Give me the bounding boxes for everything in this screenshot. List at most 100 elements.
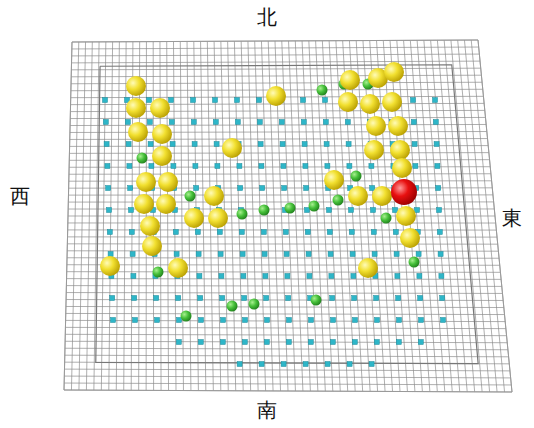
cyan-marker bbox=[193, 164, 198, 169]
green-sphere bbox=[351, 171, 362, 182]
cyan-marker bbox=[413, 164, 418, 169]
yellow-sphere bbox=[128, 122, 148, 142]
cyan-marker bbox=[260, 186, 265, 191]
direction-label: 西 bbox=[8, 185, 32, 207]
grid-line bbox=[66, 306, 504, 307]
cyan-marker bbox=[169, 98, 174, 103]
cyan-marker bbox=[214, 142, 219, 147]
cyan-marker bbox=[305, 208, 310, 213]
cyan-marker bbox=[305, 230, 310, 235]
cyan-marker bbox=[133, 318, 138, 323]
cyan-marker bbox=[287, 318, 292, 323]
direction-label: 東 bbox=[500, 207, 524, 229]
yellow-sphere bbox=[152, 124, 172, 144]
cyan-marker bbox=[220, 296, 225, 301]
cyan-marker bbox=[347, 362, 352, 367]
grid-border bbox=[64, 40, 512, 392]
cyan-marker bbox=[170, 142, 175, 147]
cyan-marker bbox=[419, 318, 424, 323]
green-sphere bbox=[137, 153, 148, 164]
cyan-marker bbox=[281, 164, 286, 169]
cyan-marker bbox=[286, 296, 291, 301]
green-sphere bbox=[153, 267, 164, 278]
yellow-sphere bbox=[140, 216, 160, 236]
yellow-sphere bbox=[388, 116, 408, 136]
cyan-marker bbox=[345, 120, 350, 125]
cyan-marker bbox=[324, 142, 329, 147]
cyan-marker bbox=[155, 318, 160, 323]
grid-line bbox=[69, 180, 492, 181]
cyan-marker bbox=[309, 318, 314, 323]
yellow-sphere bbox=[348, 186, 368, 206]
cyan-marker bbox=[330, 340, 335, 345]
cyan-marker bbox=[106, 186, 111, 191]
cyan-marker bbox=[325, 362, 330, 367]
cyan-marker bbox=[330, 296, 335, 301]
cyan-marker bbox=[128, 186, 133, 191]
yellow-sphere bbox=[126, 76, 146, 96]
grid-line bbox=[65, 348, 508, 350]
yellow-sphere bbox=[390, 140, 410, 160]
grid-line bbox=[66, 313, 505, 314]
cyan-marker bbox=[417, 274, 422, 279]
grid-line bbox=[69, 166, 490, 168]
cyan-marker bbox=[415, 208, 420, 213]
cyan-marker bbox=[350, 252, 355, 257]
cyan-marker bbox=[130, 252, 135, 257]
yellow-sphere bbox=[156, 194, 176, 214]
cyan-marker bbox=[110, 296, 115, 301]
cyan-marker bbox=[108, 252, 113, 257]
cyan-marker bbox=[323, 98, 328, 103]
cyan-marker bbox=[127, 164, 132, 169]
yellow-sphere bbox=[338, 92, 358, 112]
cyan-marker bbox=[397, 318, 402, 323]
cyan-marker bbox=[103, 120, 108, 125]
cyan-marker bbox=[259, 164, 264, 169]
cyan-marker bbox=[198, 296, 203, 301]
green-sphere bbox=[381, 213, 392, 224]
cyan-marker bbox=[303, 362, 308, 367]
cyan-marker bbox=[258, 142, 263, 147]
grid-line bbox=[68, 236, 498, 237]
cyan-marker bbox=[238, 186, 243, 191]
cyan-marker bbox=[279, 120, 284, 125]
cyan-marker bbox=[352, 296, 357, 301]
yellow-sphere bbox=[150, 98, 170, 118]
cyan-marker bbox=[174, 252, 179, 257]
cyan-marker bbox=[440, 296, 445, 301]
cyan-marker bbox=[282, 186, 287, 191]
cyan-marker bbox=[241, 274, 246, 279]
cyan-marker bbox=[349, 208, 354, 213]
cyan-marker bbox=[327, 230, 332, 235]
yellow-sphere bbox=[384, 62, 404, 82]
cyan-marker bbox=[213, 98, 218, 103]
cyan-marker bbox=[107, 230, 112, 235]
cyan-marker bbox=[263, 274, 268, 279]
yellow-sphere bbox=[358, 258, 378, 278]
cyan-marker bbox=[235, 98, 240, 103]
cyan-marker bbox=[192, 142, 197, 147]
green-sphere bbox=[311, 295, 322, 306]
cyan-marker bbox=[435, 164, 440, 169]
cyan-marker bbox=[369, 164, 374, 169]
cyan-marker bbox=[219, 274, 224, 279]
cyan-marker bbox=[264, 296, 269, 301]
green-sphere bbox=[237, 209, 248, 220]
cyan-marker bbox=[264, 340, 269, 345]
cyan-marker bbox=[218, 252, 223, 257]
yellow-sphere bbox=[360, 94, 380, 114]
cyan-marker bbox=[393, 208, 398, 213]
grid-line bbox=[69, 152, 488, 154]
cyan-marker bbox=[433, 98, 438, 103]
grid-line bbox=[67, 243, 497, 244]
grid-line bbox=[70, 117, 485, 118]
cyan-marker bbox=[105, 164, 110, 169]
grid-line bbox=[68, 201, 493, 202]
cyan-marker bbox=[132, 296, 137, 301]
cyan-marker bbox=[220, 340, 225, 345]
cyan-marker bbox=[257, 98, 262, 103]
cyan-marker bbox=[374, 340, 379, 345]
cyan-marker bbox=[176, 340, 181, 345]
